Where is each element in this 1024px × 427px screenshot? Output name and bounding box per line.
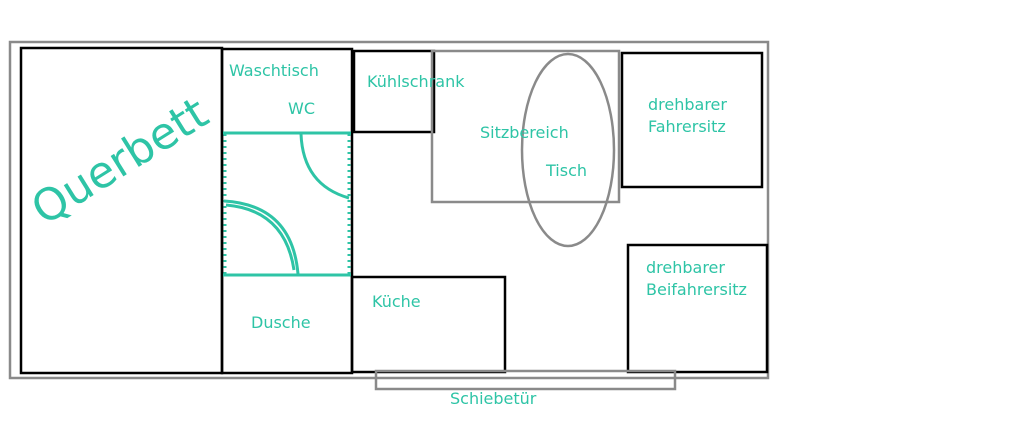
fridge-label: Kühlschrank: [367, 72, 465, 91]
shower-zone: [223, 131, 351, 277]
passenger-seat-area: [626, 243, 769, 374]
driver-seat-label-1: drehbarer: [648, 95, 727, 114]
washbasin-label: Waschtisch: [229, 61, 319, 80]
door-swing-arc: [225, 203, 296, 271]
seating-area: [430, 49, 621, 204]
sliding-door: [374, 369, 677, 391]
table-label: Tisch: [545, 161, 587, 180]
vehicle-outline: [8, 40, 770, 380]
seating-label: Sitzbereich: [480, 123, 569, 142]
passenger-seat-label-1: drehbarer: [646, 258, 725, 277]
door-swing-arc: [223, 199, 300, 275]
passenger-seat-label-2: Beifahrersitz: [646, 280, 747, 299]
table-shape: [520, 52, 616, 248]
kitchen-label: Küche: [372, 292, 421, 311]
washroom-area: [220, 47, 354, 375]
driver-seat-area: [620, 51, 764, 189]
driver-seat-label-2: Fahrersitz: [648, 117, 726, 136]
wc-label: WC: [288, 99, 315, 118]
door-swing-arc: [299, 133, 350, 200]
bed-label: Querbett: [23, 88, 217, 236]
shower-label: Dusche: [251, 313, 311, 332]
fridge-area: [352, 49, 436, 134]
sliding-door-label: Schiebetür: [450, 389, 537, 408]
